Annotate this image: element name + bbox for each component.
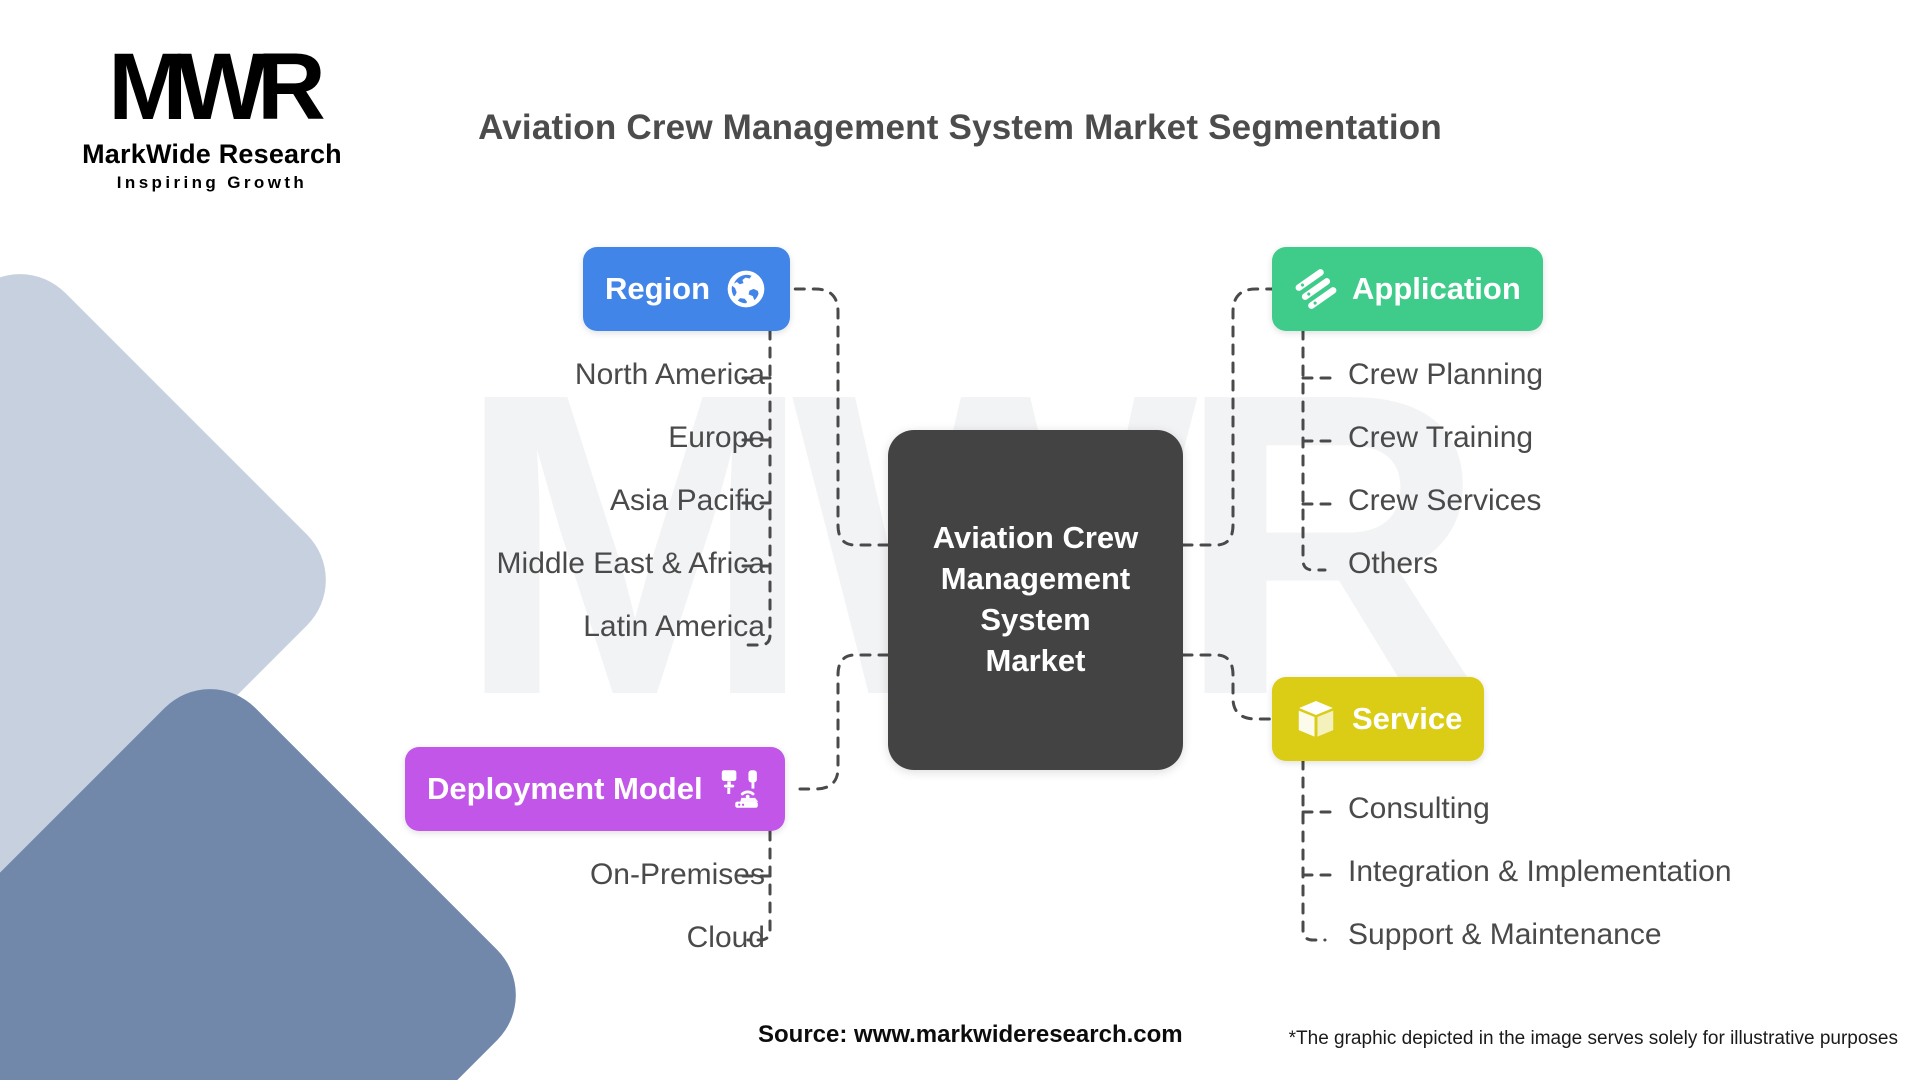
leaf-item: Asia Pacific (609, 484, 765, 517)
category-node-application[interactable]: Application (1272, 247, 1543, 331)
cube-box-icon (1294, 697, 1338, 741)
page-title: Aviation Crew Management System Market S… (478, 108, 1442, 147)
category-label-region: Region (605, 271, 711, 306)
leaf-list-region: North America Europe Asia Pacific Middle… (497, 360, 765, 642)
category-node-service[interactable]: Service (1272, 677, 1485, 761)
leaf-item: Cloud (686, 921, 765, 954)
slanted-bars-icon (1294, 267, 1338, 311)
globe-icon (724, 267, 768, 311)
leaf-list-deployment-model: On-Premises Cloud (590, 860, 765, 953)
leaf-item: Europe (668, 421, 765, 454)
network-devices-icon (717, 766, 763, 812)
category-label-service: Service (1352, 701, 1463, 736)
leaf-item: Support & Maintenance (1348, 918, 1662, 951)
category-node-deployment-model[interactable]: Deployment Model (405, 747, 785, 831)
category-label-deployment-model: Deployment Model (427, 771, 703, 806)
leaf-item: On-Premises (589, 858, 765, 891)
leaf-list-application: Crew Planning Crew Training Crew Service… (1348, 360, 1543, 579)
leaf-item: Latin America (583, 610, 765, 643)
central-market-label: Aviation Crew Management System Market (932, 520, 1139, 678)
leaf-item: North America (574, 358, 765, 391)
leaf-item: Crew Training (1348, 421, 1534, 454)
category-label-application: Application (1352, 271, 1521, 306)
leaf-item: Integration & Implementation (1348, 855, 1732, 888)
logo-tagline: Inspiring Growth (116, 173, 308, 192)
central-market-node: Aviation Crew Management System Market (888, 430, 1183, 770)
leaf-item: Others (1348, 547, 1439, 580)
disclaimer-text: *The graphic depicted in the image serve… (1288, 1028, 1898, 1049)
leaf-item: Middle East & Africa (496, 547, 765, 580)
source-text: Source: www.markwideresearch.com (758, 1021, 1183, 1048)
leaf-item: Crew Services (1348, 484, 1542, 517)
leaf-item: Crew Planning (1348, 358, 1544, 391)
category-node-region[interactable]: Region (583, 247, 791, 331)
logo-company-name: MarkWide Research (82, 139, 342, 169)
leaf-item: Consulting (1348, 792, 1490, 825)
logo-mark-text: MWR (108, 34, 325, 140)
brand-logo: MWR MarkWide Research Inspiring Growth (62, 40, 362, 193)
leaf-list-service: Consulting Integration & Implementation … (1348, 794, 1732, 950)
